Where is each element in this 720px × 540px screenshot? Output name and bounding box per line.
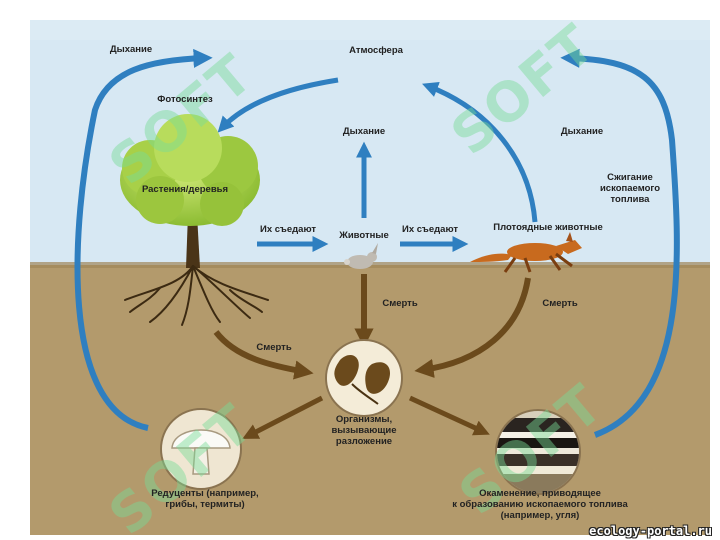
death-label-center: Смерть xyxy=(382,298,418,309)
site-credit: ecology-portal.ru xyxy=(589,524,712,538)
respiration-loop-right-arrow xyxy=(560,48,680,438)
death-label-right: Смерть xyxy=(542,298,578,309)
tree-icon xyxy=(120,114,269,326)
eaten-label-2: Их съедают xyxy=(402,224,458,235)
decomposition-to-fossil-arrow xyxy=(408,395,490,436)
respiration-label-center: Дыхание xyxy=(342,126,386,137)
respiration-loop-left-arrow xyxy=(74,48,213,431)
death-arrow-right xyxy=(414,277,531,378)
decomposition-to-reducers-arrow xyxy=(242,395,324,439)
respiration-label-left: Дыхание xyxy=(109,44,153,55)
photosynthesis-arrow xyxy=(217,77,339,133)
death-arrow-left xyxy=(213,330,314,380)
plants-label: Растения/деревья xyxy=(141,184,229,195)
fox-icon xyxy=(470,232,582,273)
predators-label: Плотоядные животные xyxy=(493,222,603,233)
fuel-burning-label: Сжигание ископаемого топлива xyxy=(599,172,661,205)
atmosphere-label: Атмосфера xyxy=(349,45,403,56)
animals-label: Животные xyxy=(339,230,389,241)
reducers-label: Редуценты (например, грибы, термиты) xyxy=(151,488,259,510)
death-label-left: Смерть xyxy=(256,342,292,353)
coal-layers-icon xyxy=(495,409,581,495)
decomposers-label: Организмы, вызывающие разложение xyxy=(331,414,397,447)
respiration-label-right: Дыхание xyxy=(560,126,604,137)
eaten-label-1: Их съедают xyxy=(260,224,316,235)
mushroom-icon xyxy=(160,408,242,490)
fossilization-label: Окаменение, приводящее к образованию иск… xyxy=(452,488,628,521)
predator-respiration-arrow xyxy=(422,82,538,223)
decomposer-organisms-icon xyxy=(325,339,403,417)
photosynthesis-label: Фотосинтез xyxy=(157,94,213,105)
rabbit-icon xyxy=(344,243,378,269)
